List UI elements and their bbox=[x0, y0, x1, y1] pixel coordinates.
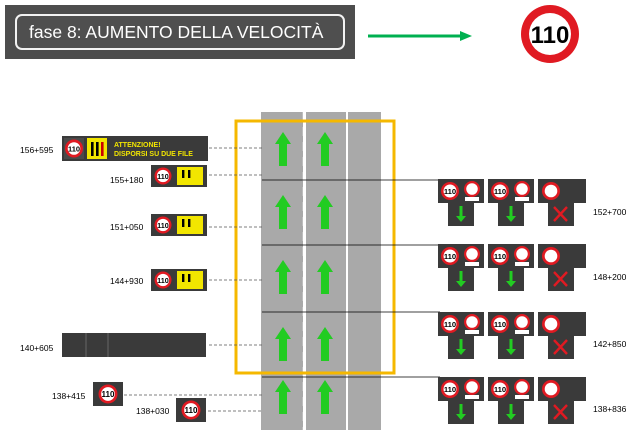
km-marker: 138+836 bbox=[593, 404, 627, 414]
lane-arrow-icon bbox=[275, 132, 291, 166]
gantry-row: 110 110 bbox=[438, 377, 586, 424]
km-marker: 156+595 bbox=[20, 145, 54, 155]
svg-text:110: 110 bbox=[101, 390, 115, 399]
svg-text:110: 110 bbox=[444, 252, 456, 261]
km-marker: 151+050 bbox=[110, 222, 144, 232]
svg-text:110: 110 bbox=[494, 252, 506, 261]
speed-lane-panel: 110 bbox=[151, 165, 207, 187]
svg-text:DISPORSI SU DUE FILE: DISPORSI SU DUE FILE bbox=[114, 151, 193, 158]
svg-text:110: 110 bbox=[444, 320, 456, 329]
lane-arrow-icon bbox=[275, 195, 291, 229]
leader-lines bbox=[124, 147, 262, 412]
lane-closed-panel bbox=[538, 312, 586, 359]
km-marker: 138+030 bbox=[136, 406, 170, 416]
lane-arrow-icon bbox=[317, 327, 333, 361]
phase-header: fase 8: AUMENTO DELLA VELOCITÀ bbox=[5, 5, 355, 59]
lane-panel-center: 110 bbox=[488, 377, 534, 424]
svg-text:110: 110 bbox=[157, 276, 169, 285]
left-panels: 110 110 110 110 110 bbox=[93, 165, 207, 422]
lane-emergency bbox=[348, 112, 381, 430]
km-marker: 140+605 bbox=[20, 343, 54, 353]
svg-text:110: 110 bbox=[157, 221, 169, 230]
section-lines bbox=[262, 179, 440, 378]
lane-panel-center: 110 bbox=[488, 312, 534, 359]
gantry-row: 110 110 bbox=[438, 179, 586, 226]
svg-text:110: 110 bbox=[494, 320, 506, 329]
lane-panel-left: 110 bbox=[438, 312, 484, 359]
km-marker: 144+930 bbox=[110, 276, 144, 286]
lane-panel-left: 110 bbox=[438, 244, 484, 291]
svg-text:110: 110 bbox=[157, 172, 169, 181]
blank-panel bbox=[62, 333, 206, 357]
header-arrow-icon bbox=[368, 31, 472, 41]
lane-closed-panel bbox=[538, 244, 586, 291]
km-marker: 148+200 bbox=[593, 272, 627, 282]
lane-panel-left: 110 bbox=[438, 179, 484, 226]
lane-arrow-icon bbox=[275, 380, 291, 414]
speed-lane-panel: 110 bbox=[151, 214, 207, 236]
svg-text:ATTENZIONE!: ATTENZIONE! bbox=[114, 142, 161, 149]
phase-title: fase 8: AUMENTO DELLA VELOCITÀ bbox=[29, 22, 324, 42]
gantry-row: 110 110 bbox=[438, 312, 586, 359]
lane-arrow-icon bbox=[275, 327, 291, 361]
svg-text:110: 110 bbox=[494, 385, 506, 394]
speed-limit-panel: 110 bbox=[93, 382, 123, 406]
svg-text:110: 110 bbox=[68, 145, 80, 154]
km-marker: 152+700 bbox=[593, 207, 627, 217]
speed-lane-panel: 110 bbox=[151, 269, 207, 291]
phase-header-frame: fase 8: AUMENTO DELLA VELOCITÀ bbox=[15, 14, 345, 50]
svg-text:110: 110 bbox=[494, 187, 506, 196]
km-marker: 142+850 bbox=[593, 339, 627, 349]
lane-arrow-icon bbox=[317, 260, 333, 294]
lane-panel-center: 110 bbox=[488, 244, 534, 291]
lane-arrows bbox=[275, 132, 333, 414]
lane-arrow-icon bbox=[317, 380, 333, 414]
svg-text:110: 110 bbox=[184, 406, 198, 415]
lane-closed-panel bbox=[538, 179, 586, 226]
work-zone-frame bbox=[234, 119, 396, 375]
speed-limit-sign-main: 110 bbox=[521, 5, 579, 63]
lane-panel-left: 110 bbox=[438, 377, 484, 424]
lane-closed-panel bbox=[538, 377, 586, 424]
warning-panel-main: 110 ATTENZIONE! DISPORSI SU DUE FILE bbox=[62, 136, 208, 161]
speed-limit-panel: 110 bbox=[176, 398, 206, 422]
lane-panel-center: 110 bbox=[488, 179, 534, 226]
gantry-row: 110 110 bbox=[438, 244, 586, 291]
speed-limit-value: 110 bbox=[531, 22, 570, 49]
right-panels: 110 110 110 110 110 110 110 110 bbox=[438, 179, 586, 424]
lane-arrow-icon bbox=[317, 132, 333, 166]
lane-arrow-icon bbox=[317, 195, 333, 229]
km-marker: 138+415 bbox=[52, 391, 86, 401]
svg-text:110: 110 bbox=[444, 385, 456, 394]
lane-arrow-icon bbox=[275, 260, 291, 294]
km-marker: 155+180 bbox=[110, 175, 144, 185]
svg-text:110: 110 bbox=[444, 187, 456, 196]
